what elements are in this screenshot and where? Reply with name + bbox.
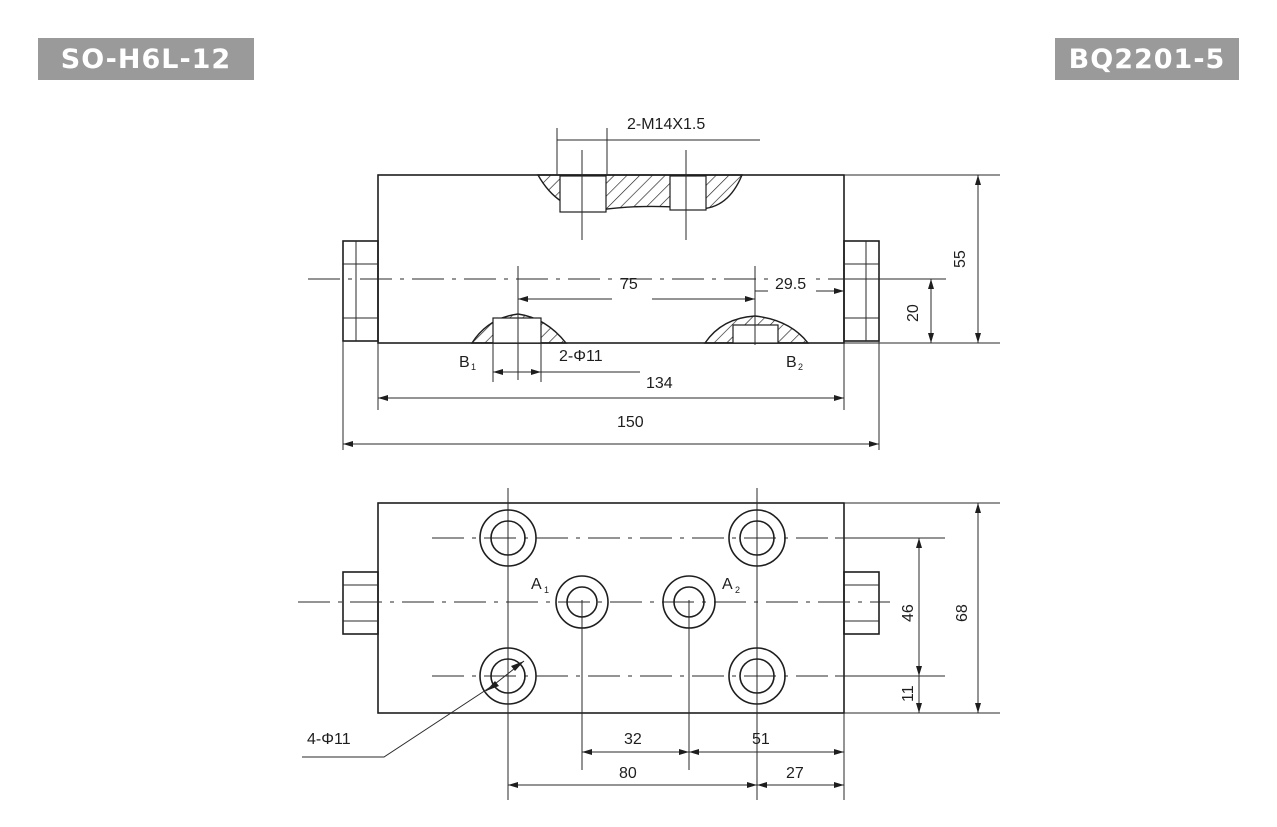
top-left-fitting xyxy=(342,240,379,342)
bottom-view: A 1 A 2 46 68 11 4-Φ11 32 51 80 27 xyxy=(298,488,1000,800)
part-code-badge: BQ2201-5 xyxy=(1055,38,1239,80)
dim-75-label: 75 xyxy=(620,276,638,293)
dim-20-label: 20 xyxy=(905,304,922,322)
mount-hole-bottom-left xyxy=(479,647,537,705)
port-a2-label: A xyxy=(722,576,733,593)
mount-hole-top-left xyxy=(479,509,537,567)
dim-134-label: 134 xyxy=(646,375,673,392)
bottom-right-fitting xyxy=(843,571,880,635)
dim-80-label: 80 xyxy=(619,765,637,782)
hole-label-4-phi11: 4-Φ11 xyxy=(307,731,351,748)
dim-27-label: 27 xyxy=(786,765,804,782)
top-right-fitting xyxy=(843,240,880,342)
bottom-left-fitting xyxy=(342,571,379,635)
mount-hole-bottom-right xyxy=(728,647,786,705)
dim-32-label: 32 xyxy=(624,731,642,748)
hole-leader-line xyxy=(302,685,493,758)
mount-hole-top-right xyxy=(728,509,786,567)
port-a1-subscript: 1 xyxy=(544,585,549,595)
port-b1-label: B xyxy=(459,354,470,371)
port-a1-label: A xyxy=(531,576,542,593)
port-a2-hole xyxy=(662,575,716,629)
dim-29-5-label: 29.5 xyxy=(775,276,806,293)
dim-150-label: 150 xyxy=(617,414,644,431)
dim-68-label: 68 xyxy=(954,604,971,622)
dim-11-label: 11 xyxy=(900,685,917,702)
port-b2-subscript: 2 xyxy=(798,362,803,372)
dim-46-label: 46 xyxy=(900,604,917,622)
port-b1-subscript: 1 xyxy=(471,362,476,372)
model-code-badge: SO-H6L-12 xyxy=(38,38,254,80)
thread-label: 2-M14X1.5 xyxy=(627,116,705,133)
dim-51-label: 51 xyxy=(752,731,770,748)
port-a2-subscript: 2 xyxy=(735,585,740,595)
top-view: 2-M14X1.5 75 29.5 20 55 2-Φ11 B 1 B 2 13… xyxy=(308,116,1000,450)
port-b2-label: B xyxy=(786,354,797,371)
dim-55-label: 55 xyxy=(952,250,969,268)
hole-label-2-phi11: 2-Φ11 xyxy=(559,348,603,365)
port-a1-hole xyxy=(555,575,609,629)
